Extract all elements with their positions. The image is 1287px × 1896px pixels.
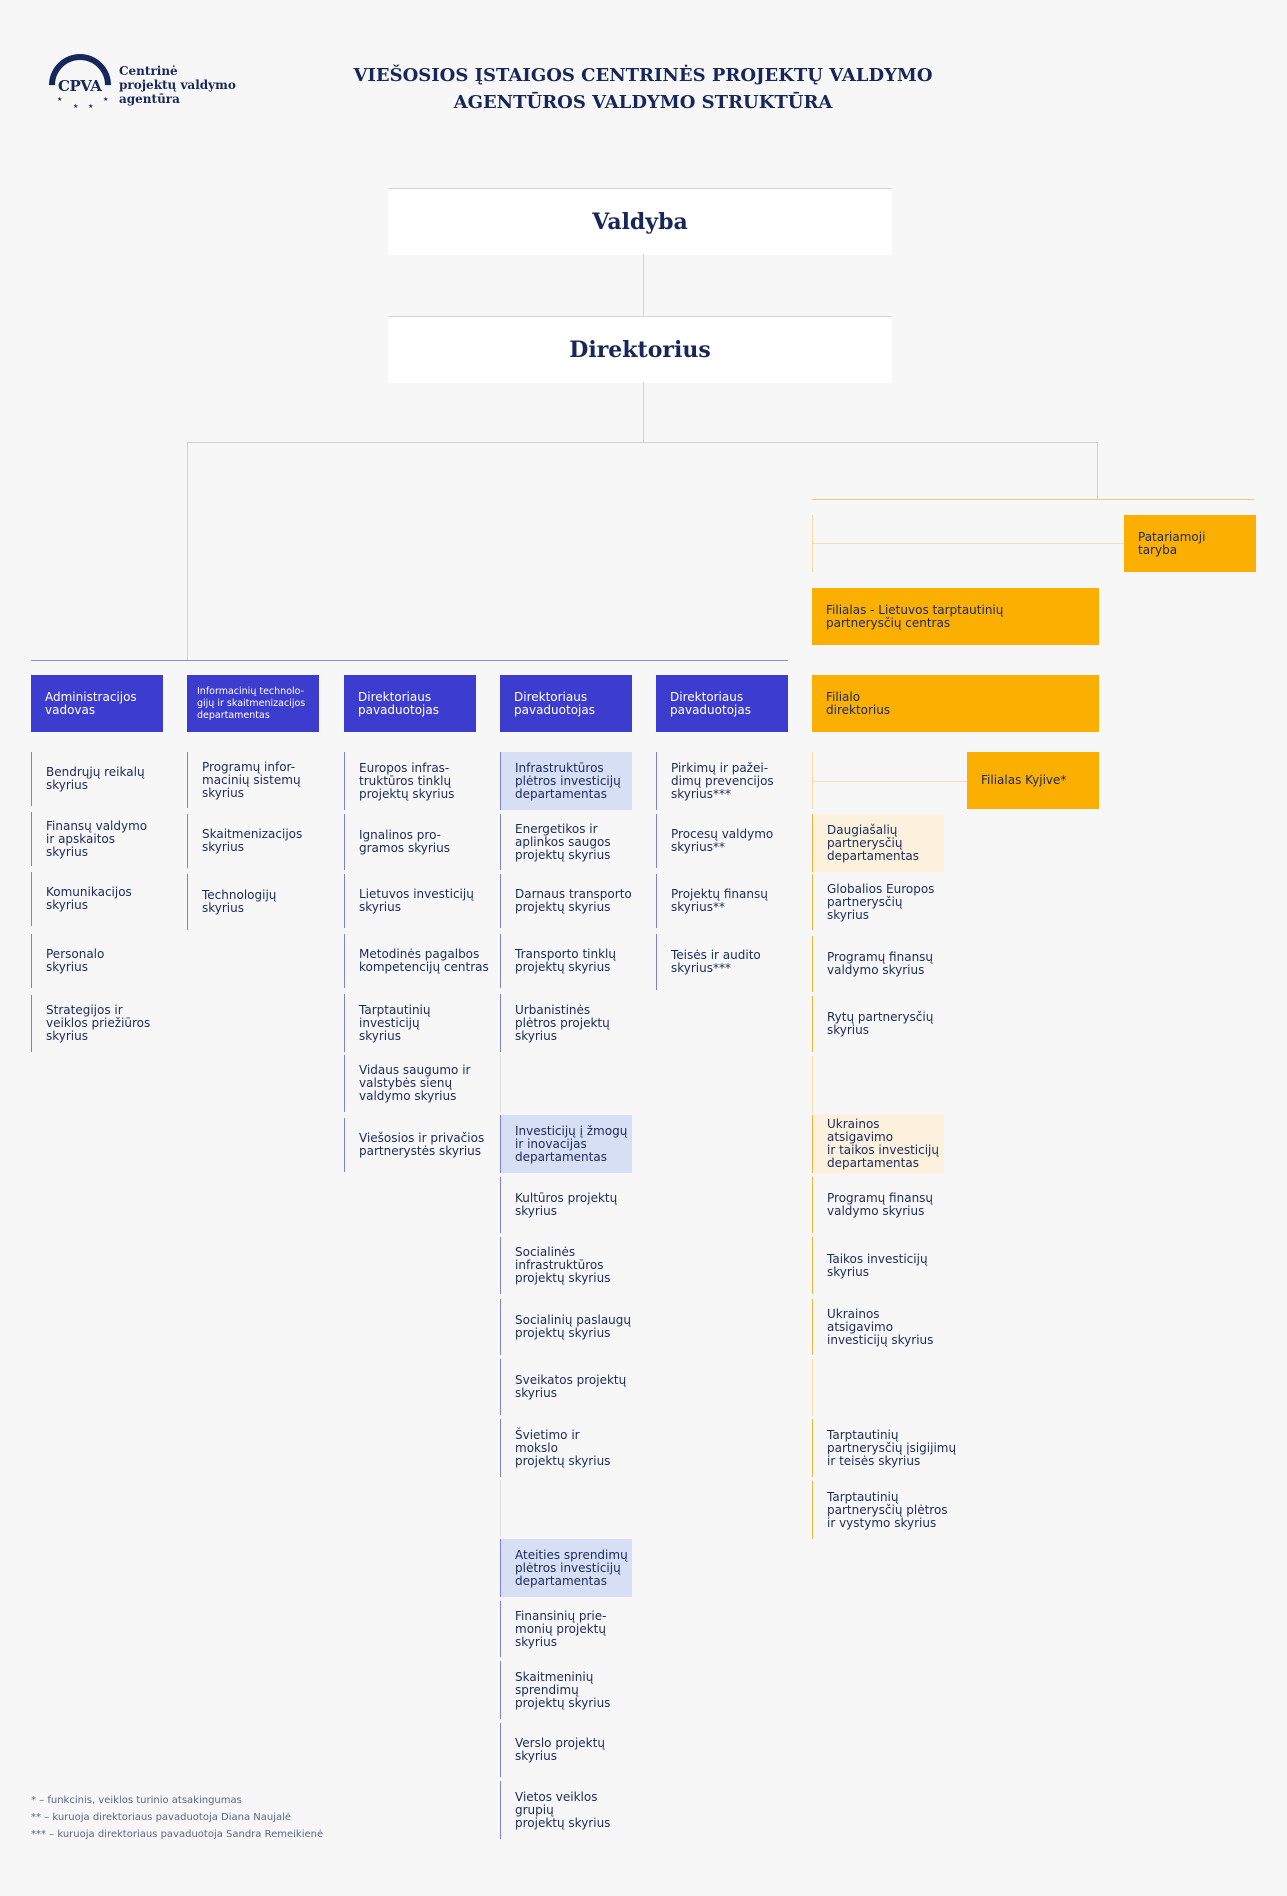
column-header-deputy-director: Direktoriaus pavaduotojas xyxy=(344,675,476,732)
connector-line xyxy=(1097,442,1098,499)
unit-item: Teisės ir audito skyrius*** xyxy=(656,934,788,990)
unit-item: Programų finansų valdymo skyrius xyxy=(812,1177,944,1233)
column-header-deputy-director: Direktoriaus pavaduotojas xyxy=(500,675,632,732)
director-box: Direktorius xyxy=(388,316,892,383)
unit-item: Tarptautinių partnerysčių plėtros ir vys… xyxy=(812,1481,962,1539)
spacer-line xyxy=(812,1359,813,1416)
branch-director-box: Filialo direktorius xyxy=(812,675,1099,732)
logo-star-icon: ★ xyxy=(103,96,109,103)
connector-line xyxy=(643,254,644,316)
kyiv-branch-box: Filialas Kyjive* xyxy=(967,752,1099,809)
connector-line xyxy=(187,442,1098,443)
unit-item: Viešosios ir privačios partnerystės skyr… xyxy=(344,1118,494,1172)
connector-line xyxy=(643,382,644,442)
department-item: Daugiašalių partnerysčių departamentas xyxy=(812,814,944,872)
footnote: *** – kuruoja direktoriaus pavaduotoja S… xyxy=(31,1829,324,1840)
unit-item: Verslo projektų skyrius xyxy=(500,1723,632,1777)
unit-item: Europos infras- truktūros tinklų projekt… xyxy=(344,752,476,810)
unit-item: Strategijos ir veiklos priežiūros skyriu… xyxy=(31,995,163,1052)
divisions-line xyxy=(31,660,788,661)
board-box: Valdyba xyxy=(388,188,892,255)
unit-item: Programų finansų valdymo skyrius xyxy=(812,936,944,992)
footnote: * – funkcinis, veiklos turinio atsakingu… xyxy=(31,1795,242,1806)
unit-item: Vidaus saugumo ir valstybės sienų valdym… xyxy=(344,1055,476,1112)
unit-item: Projektų finansų skyrius** xyxy=(656,874,788,928)
unit-item: Kultūros projektų skyrius xyxy=(500,1177,632,1233)
unit-item: Taikos investicijų skyrius xyxy=(812,1237,944,1294)
department-item: Infrastruktūros plėtros investicijų depa… xyxy=(500,752,632,810)
spacer-line xyxy=(812,1056,813,1113)
unit-item: Lietuvos investicijų skyrius xyxy=(344,874,476,928)
column-header-it-department: Informacinių technolo- gijų ir skaitmeni… xyxy=(187,675,319,732)
unit-item: Technologijų skyrius xyxy=(187,874,319,930)
department-item: Ukrainos atsigavimo ir taikos investicij… xyxy=(812,1115,944,1173)
footnote: ** – kuruoja direktoriaus pavaduotoja Di… xyxy=(31,1812,292,1823)
unit-item: Socialinių paslaugų projektų skyrius xyxy=(500,1299,632,1355)
page-title: VIEŠOSIOS ĮSTAIGOS CENTRINĖS PROJEKTŲ VA… xyxy=(353,65,933,113)
spacer-line xyxy=(500,1055,501,1112)
spacer-line xyxy=(812,752,813,809)
unit-item: Globalios Europos partnerysčių skyrius xyxy=(812,874,944,930)
unit-item: Ignalinos pro- gramos skyrius xyxy=(344,814,476,870)
unit-item: Sveikatos projektų skyrius xyxy=(500,1359,632,1415)
connector-line xyxy=(812,543,1124,544)
department-item: Investicijų į žmogų ir inovacijas depart… xyxy=(500,1115,632,1173)
unit-item: Transporto tinklų projektų skyrius xyxy=(500,934,632,988)
logo-star-icon: ★ xyxy=(57,96,63,103)
unit-item: Personalo skyrius xyxy=(31,934,163,988)
unit-item: Socialinės infrastruktūros projektų skyr… xyxy=(500,1237,632,1294)
logo-text: Centrinė projektų valdymo agentūra xyxy=(119,64,236,106)
unit-item: Rytų partnerysčių skyrius xyxy=(812,996,944,1052)
unit-item: Procesų valdymo skyrius** xyxy=(656,814,788,868)
logo-star-icon: ★ xyxy=(73,103,79,110)
column-header-deputy-director: Direktoriaus pavaduotojas xyxy=(656,675,788,732)
logo-mark: CPVA xyxy=(58,77,102,95)
unit-item: Skaitmenizacijos skyrius xyxy=(187,814,319,868)
unit-item: Energetikos ir aplinkos saugos projektų … xyxy=(500,814,632,870)
unit-item: Vietos veiklos grupių projektų skyrius xyxy=(500,1781,632,1839)
logo-star-icon: ★ xyxy=(88,103,94,110)
unit-item: Skaitmeninių sprendimų projektų skyrius xyxy=(500,1661,632,1719)
connector-line xyxy=(187,442,188,660)
advisory-board-box: Patariamoji taryba xyxy=(1124,515,1256,572)
unit-item: Bendrųjų reikalų skyrius xyxy=(31,752,163,806)
branch-box: Filialas - Lietuvos tarptautinių partner… xyxy=(812,588,1099,645)
unit-item: Komunikacijos skyrius xyxy=(31,872,163,926)
footnotes: * – funkcinis, veiklos turinio atsakingu… xyxy=(31,1792,323,1843)
unit-item: Metodinės pagalbos kompetencijų centras xyxy=(344,934,494,988)
unit-item: Ukrainos atsigavimo investicijų skyrius xyxy=(812,1299,944,1355)
unit-item: Švietimo ir mokslo projektų skyrius xyxy=(500,1419,632,1477)
department-item: Ateities sprendimų plėtros investicijų d… xyxy=(500,1539,632,1597)
unit-item: Darnaus transporto projektų skyrius xyxy=(500,874,632,928)
unit-item: Programų infor- macinių sistemų skyrius xyxy=(187,752,319,808)
unit-item: Finansų valdymo ir apskaitos skyrius xyxy=(31,812,163,866)
unit-item: Tarptautinių partnerysčių įsigijimų ir t… xyxy=(812,1419,962,1477)
connector-line xyxy=(812,781,967,782)
unit-item: Urbanistinės plėtros projektų skyrius xyxy=(500,994,632,1052)
spacer-line xyxy=(500,1480,501,1536)
unit-item: Pirkimų ir pažei- dimų prevencijos skyri… xyxy=(656,752,788,810)
unit-item: Finansinių prie- monių projektų skyrius xyxy=(500,1601,632,1657)
unit-item: Tarptautinių investicijų skyrius xyxy=(344,994,476,1052)
branch-line xyxy=(812,499,1254,500)
column-header-administration: Administracijos vadovas xyxy=(31,675,163,732)
